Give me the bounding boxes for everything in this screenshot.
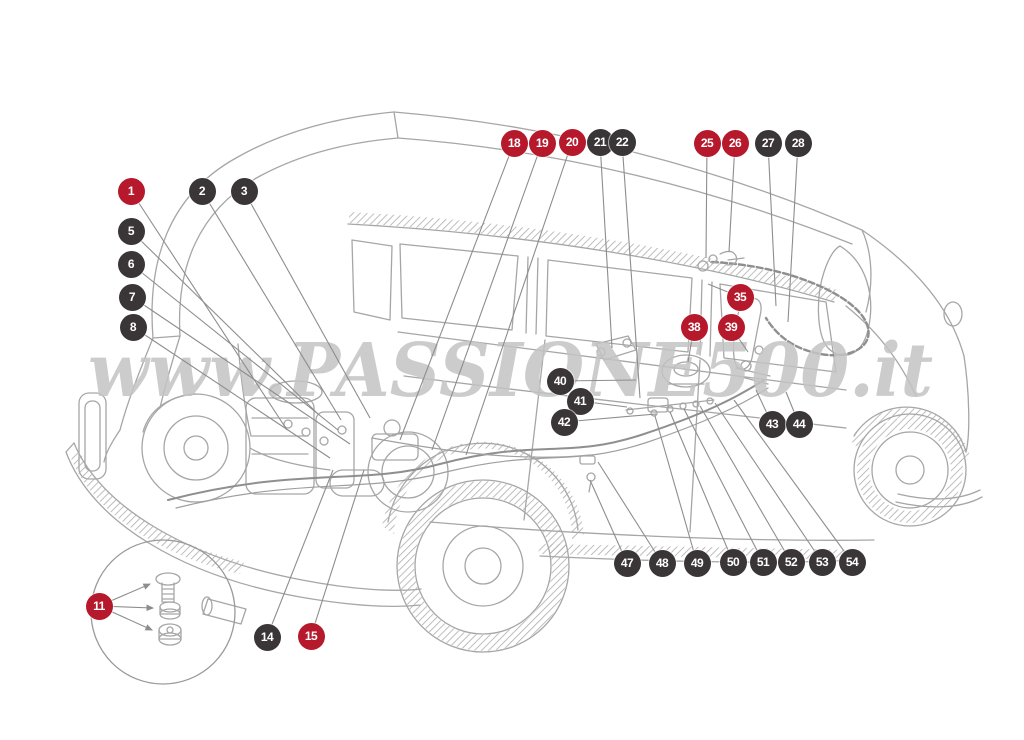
leader-line-52 bbox=[699, 405, 792, 563]
front-wheel bbox=[850, 406, 970, 527]
callout-1: 1 bbox=[117, 177, 145, 205]
leader-line-47 bbox=[589, 479, 628, 564]
leader-line-28 bbox=[787, 142, 799, 323]
rear-wheel bbox=[382, 441, 584, 653]
callout-38: 38 bbox=[680, 313, 708, 341]
callout-6: 6 bbox=[117, 250, 145, 278]
cable-end bbox=[697, 260, 709, 272]
cable-clamp bbox=[579, 455, 596, 465]
leader-line-51 bbox=[683, 408, 764, 563]
leader-line-20 bbox=[465, 141, 573, 456]
car-sketch bbox=[65, 111, 983, 685]
leader-line-8 bbox=[132, 326, 331, 459]
leader-line-21 bbox=[599, 141, 613, 349]
callout-15: 15 bbox=[297, 622, 325, 650]
callout-43: 43 bbox=[758, 410, 786, 438]
leader-line-3 bbox=[243, 190, 371, 419]
leader-line-14 bbox=[266, 469, 334, 638]
leader-line-5 bbox=[130, 230, 319, 415]
leader-line-48 bbox=[597, 461, 663, 564]
open-tailgate bbox=[151, 111, 399, 437]
leader-line-15 bbox=[310, 469, 365, 637]
leader-line-53 bbox=[714, 402, 823, 563]
leader-line-50 bbox=[669, 411, 734, 563]
leader-line-2 bbox=[201, 190, 342, 421]
leader-line-25 bbox=[705, 142, 708, 259]
callout-27: 27 bbox=[754, 129, 782, 157]
callout-49: 49 bbox=[683, 549, 711, 577]
engine bbox=[141, 380, 449, 513]
callout-28: 28 bbox=[784, 129, 812, 157]
callout-22: 22 bbox=[608, 128, 636, 156]
callout-14: 14 bbox=[253, 623, 281, 651]
callout-54: 54 bbox=[838, 548, 866, 576]
callout-41: 41 bbox=[566, 387, 594, 415]
leader-line-7 bbox=[131, 296, 351, 445]
callout-47: 47 bbox=[613, 549, 641, 577]
callout-35: 35 bbox=[726, 283, 754, 311]
fuel-pump bbox=[661, 354, 711, 388]
leader-line-54 bbox=[733, 399, 853, 563]
leader-line-1 bbox=[130, 190, 288, 431]
leader-line-26 bbox=[728, 142, 736, 253]
callout-18: 18 bbox=[500, 129, 528, 157]
callout-44: 44 bbox=[785, 410, 813, 438]
leader-line-49 bbox=[654, 415, 698, 564]
callout-3: 3 bbox=[230, 177, 258, 205]
callout-5: 5 bbox=[117, 217, 145, 245]
callout-2: 2 bbox=[188, 177, 216, 205]
leader-line-22 bbox=[621, 141, 641, 399]
callout-39: 39 bbox=[717, 313, 745, 341]
bell-crank-lever bbox=[595, 335, 637, 361]
callout-40: 40 bbox=[546, 367, 574, 395]
callout-8: 8 bbox=[119, 313, 147, 341]
rear-body bbox=[65, 335, 422, 625]
leader-line-18 bbox=[399, 142, 515, 441]
callout-52: 52 bbox=[777, 548, 805, 576]
throttle-cables bbox=[167, 260, 870, 509]
callout-26: 26 bbox=[721, 129, 749, 157]
lock-nut-icon bbox=[158, 623, 182, 646]
leader-line-6 bbox=[130, 263, 339, 431]
callout-53: 53 bbox=[808, 548, 836, 576]
callout-25: 25 bbox=[693, 129, 721, 157]
leader-line-42 bbox=[563, 413, 657, 423]
nut-icon bbox=[159, 601, 181, 620]
callout-42: 42 bbox=[550, 408, 578, 436]
callout-48: 48 bbox=[648, 549, 676, 577]
callout-50: 50 bbox=[719, 548, 747, 576]
leader-line-27 bbox=[767, 142, 777, 307]
quarter-window bbox=[351, 239, 393, 321]
leader-line-19 bbox=[431, 142, 543, 451]
callout-51: 51 bbox=[749, 548, 777, 576]
leader-lines bbox=[98, 141, 853, 638]
callout-7: 7 bbox=[118, 283, 146, 311]
callout-19: 19 bbox=[528, 129, 556, 157]
callout-11: 11 bbox=[85, 592, 113, 620]
callout-20: 20 bbox=[558, 128, 586, 156]
